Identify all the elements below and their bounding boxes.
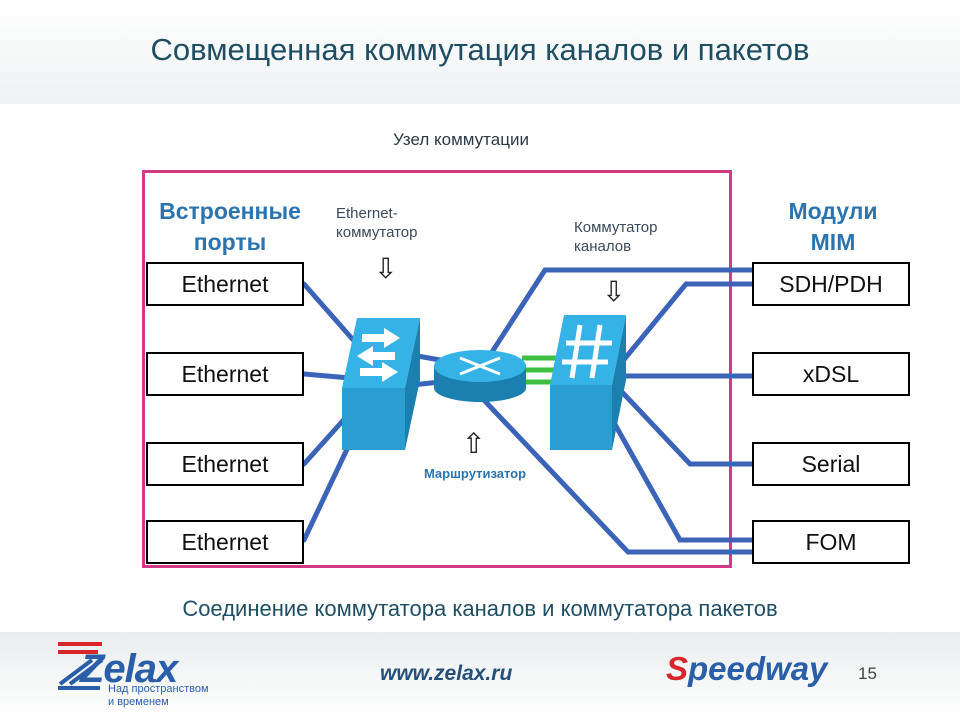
modules-title-line1: Модули bbox=[788, 198, 878, 224]
modules-title: Модули MIM bbox=[752, 196, 914, 258]
channel-switch-label-line2: каналов bbox=[574, 238, 632, 255]
module-serial[interactable]: Serial bbox=[752, 442, 910, 486]
zelax-tagline: Над пространством и временем bbox=[108, 683, 209, 709]
module-fom[interactable]: FOM bbox=[752, 520, 910, 564]
speedway-logo-first-letter: S bbox=[666, 650, 689, 687]
ethernet-switch-icon bbox=[342, 318, 420, 450]
node-label: Узел коммутации bbox=[393, 130, 529, 149]
page-title: Совмещенная коммутация каналов и пакетов bbox=[150, 32, 810, 67]
zelax-logo-mark-icon bbox=[58, 642, 104, 690]
ethernet-switch-label-line2: коммутатор bbox=[336, 224, 418, 241]
link-port1-switch bbox=[301, 281, 358, 345]
down-arrow-icon: ⇩ bbox=[602, 276, 626, 307]
channel-switch-label-line1: Коммутатор bbox=[574, 219, 658, 236]
speedway-logo: Speedway bbox=[666, 650, 827, 688]
ethernet-port-2[interactable]: Ethernet bbox=[146, 352, 304, 396]
module-sdh-pdh[interactable]: SDH/PDH bbox=[752, 262, 910, 306]
up-arrow-icon: ⇧ bbox=[462, 428, 486, 459]
ethernet-port-3[interactable]: Ethernet bbox=[146, 442, 304, 486]
link-channel-fom bbox=[605, 409, 755, 543]
diagram-caption: Соединение коммутатора каналов и коммута… bbox=[182, 596, 778, 621]
channel-switch-label: Коммутатор каналов bbox=[574, 218, 657, 256]
zelax-logo-text: Zelax bbox=[80, 647, 178, 691]
link-channel-serial bbox=[619, 389, 755, 467]
website-link[interactable]: www.zelax.ru bbox=[380, 662, 513, 685]
module-xdsl[interactable]: xDSL bbox=[752, 352, 910, 396]
link-router-sdh-top bbox=[489, 267, 755, 355]
zelax-tagline-line1: Над пространством bbox=[108, 683, 209, 695]
router-icon bbox=[434, 350, 526, 402]
header-band bbox=[0, 0, 960, 104]
page-number: 15 bbox=[858, 664, 877, 683]
link-channel-sdh bbox=[619, 281, 755, 365]
green-trunk-link bbox=[522, 355, 556, 385]
link-port3-switch bbox=[301, 412, 351, 467]
ethernet-switch-label-line1: Ethernet- bbox=[336, 205, 398, 222]
ethernet-port-4[interactable]: Ethernet bbox=[146, 520, 304, 564]
link-router-fom-bottom bbox=[479, 395, 755, 555]
ethernet-port-1[interactable]: Ethernet bbox=[146, 262, 304, 306]
channel-switch-icon bbox=[550, 315, 626, 450]
ports-title-line2: порты bbox=[193, 229, 267, 255]
ethernet-switch-label: Ethernet- коммутатор bbox=[336, 204, 417, 242]
speedway-logo-rest: peedway bbox=[688, 650, 828, 687]
ports-title: Встроенные порты bbox=[140, 196, 320, 258]
router-label: Маршрутизатор bbox=[423, 466, 527, 481]
link-port2-switch bbox=[301, 371, 353, 381]
modules-title-line2: MIM bbox=[810, 229, 856, 255]
switching-node-frame bbox=[142, 170, 732, 568]
footer-band bbox=[0, 632, 960, 720]
zelax-tagline-line2: и временем bbox=[108, 696, 169, 708]
down-arrow-icon: ⇩ bbox=[374, 253, 398, 284]
ports-title-line1: Встроенные bbox=[159, 198, 301, 224]
